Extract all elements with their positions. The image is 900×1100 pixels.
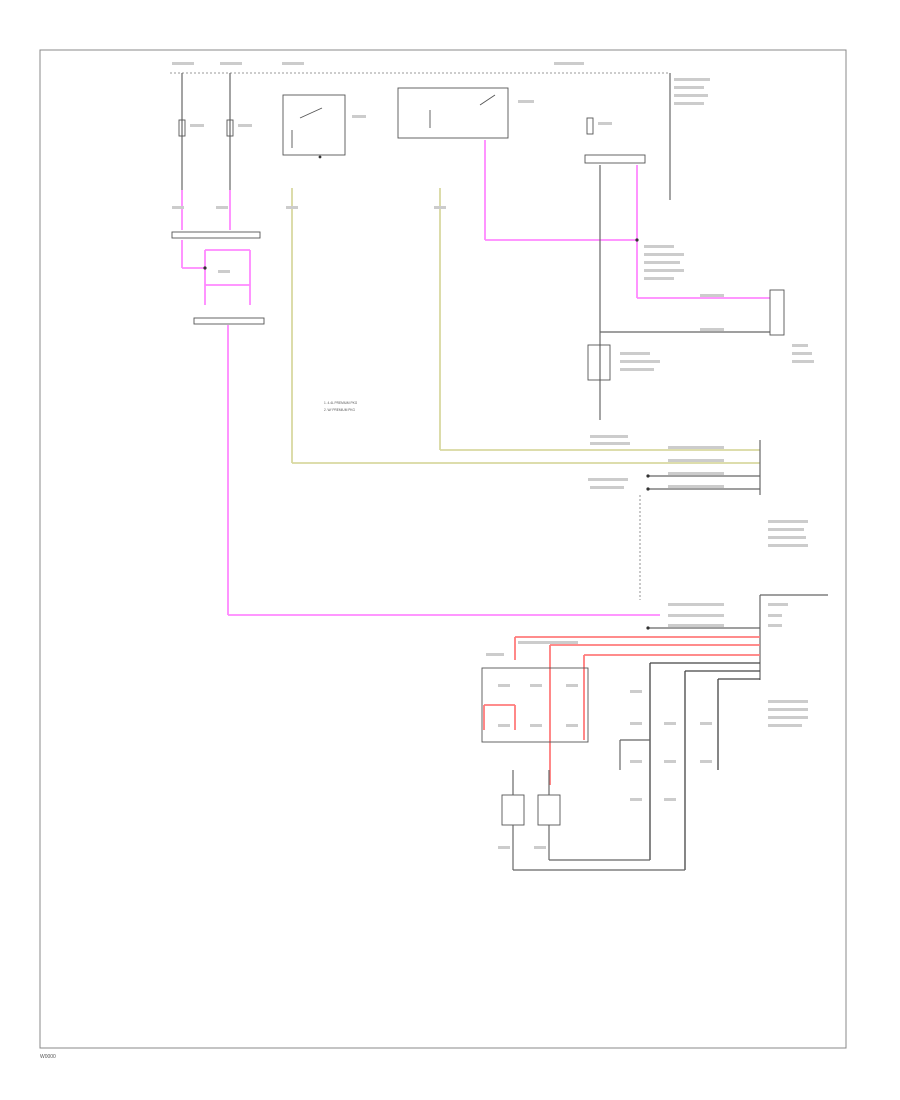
yellow-wires bbox=[286, 188, 760, 464]
motor-right bbox=[537, 794, 561, 826]
legend-line-2: 2. W/ PREMIUM PKG bbox=[324, 408, 356, 412]
switch-bank bbox=[481, 667, 589, 743]
sensor-box bbox=[587, 344, 611, 381]
connector-pair-lower bbox=[193, 317, 265, 325]
fuse-1 bbox=[178, 119, 186, 137]
switch-right bbox=[769, 289, 785, 336]
relay-right bbox=[397, 87, 509, 139]
fuse-3 bbox=[586, 117, 594, 135]
pink-relay-wire bbox=[484, 140, 770, 299]
motor-left bbox=[501, 794, 525, 826]
fuse-feeds bbox=[171, 73, 660, 616]
relay-switches bbox=[282, 87, 646, 164]
power-bus bbox=[170, 62, 710, 200]
connector-pair-upper bbox=[171, 231, 261, 239]
diagram-frame bbox=[39, 49, 847, 1049]
legend-line-1: 1. 4.4L PREMIUM PKG bbox=[324, 401, 358, 405]
diagram-code: W0000 bbox=[40, 1054, 56, 1060]
fuse-2 bbox=[226, 119, 234, 137]
legend: 1. 4.4L PREMIUM PKG 2. W/ PREMIUM PKG bbox=[324, 401, 358, 412]
connector-top-right bbox=[584, 154, 646, 164]
gray-sensor-wires bbox=[587, 165, 814, 445]
relay-left bbox=[282, 94, 346, 156]
connector-block-lower bbox=[481, 594, 828, 871]
connector-block-middle bbox=[588, 440, 808, 600]
